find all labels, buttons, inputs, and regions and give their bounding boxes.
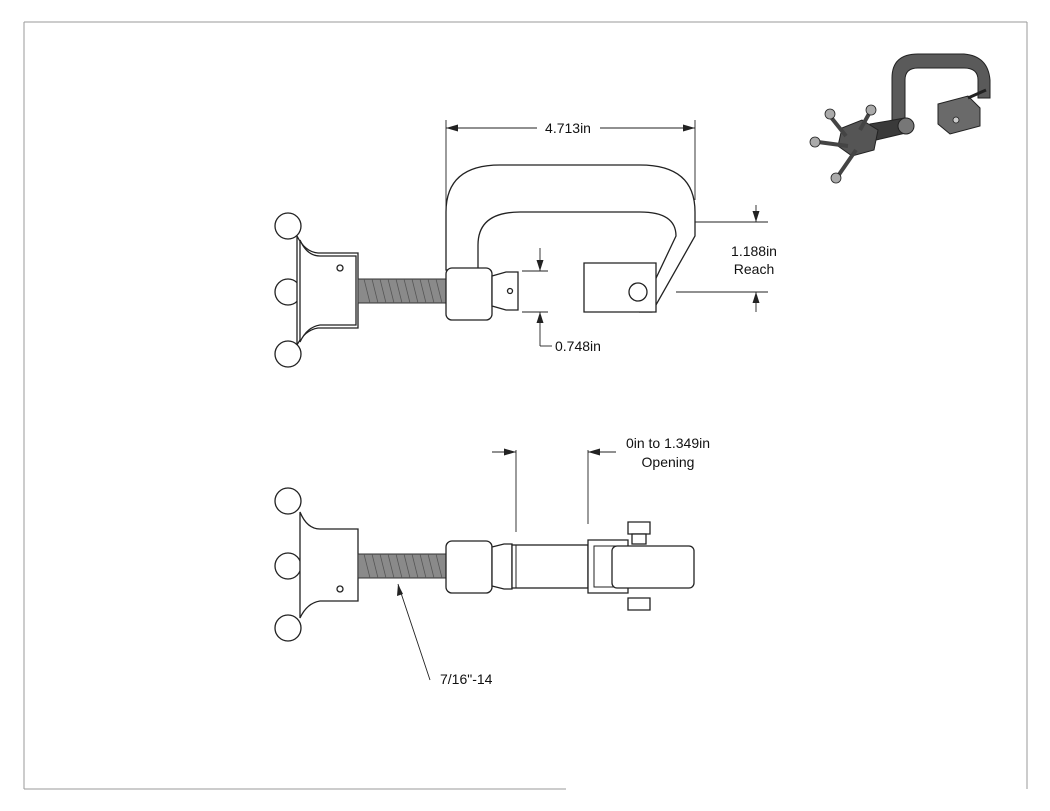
front-view — [274, 164, 696, 368]
c-frame — [445, 164, 696, 313]
boss-top — [445, 540, 493, 594]
opening-range-label: 0in to 1.349in — [626, 435, 710, 451]
pad-diameter-label: 0.748in — [555, 338, 601, 354]
thread-callout: 7/16"-14 — [397, 583, 493, 687]
top-view — [274, 487, 695, 642]
sheet-border — [23, 21, 1028, 790]
dim-opening: 0in to 1.349in Opening — [492, 435, 710, 532]
t-handle-top — [274, 487, 359, 642]
isometric-view — [809, 53, 991, 184]
iso-frame — [891, 53, 991, 125]
frame-bar-top — [511, 544, 589, 589]
dim-pad-diameter: 0.748in — [522, 248, 601, 354]
dim-reach: 1.188in Reach — [676, 205, 777, 312]
reach-caption-label: Reach — [734, 261, 774, 277]
reach-value-label: 1.188in — [731, 243, 777, 259]
dim-throat-width: 4.713in — [445, 120, 696, 208]
opening-caption-label: Opening — [642, 454, 695, 470]
throat-width-label: 4.713in — [545, 120, 591, 136]
frame-boss — [445, 267, 493, 321]
thread-spec-label: 7/16"-14 — [440, 671, 493, 687]
t-handle-front — [274, 212, 359, 368]
swivel-pad-front — [491, 271, 519, 311]
